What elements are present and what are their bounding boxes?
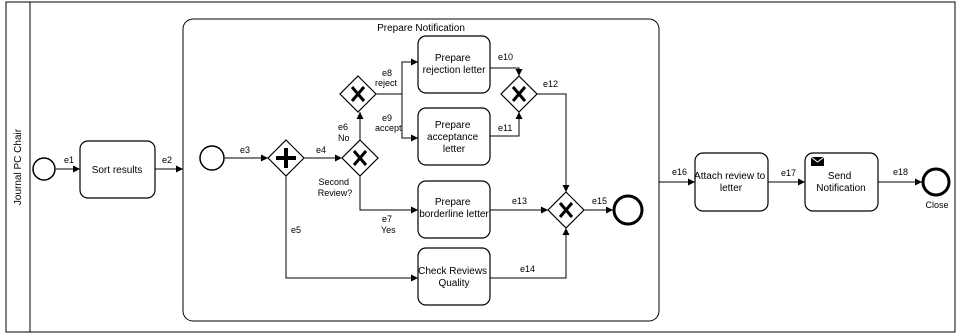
x-icon [350,86,366,102]
edge-label-e7: e7 [382,214,392,224]
edge-label-e6-cond: No [338,133,350,143]
pool: Journal PC Chair [5,1,956,333]
edge-label-e17: e17 [781,168,796,178]
flow-e5 [285,176,418,282]
edge-label-e18: e18 [893,167,908,177]
edge-label-e8-cond: reject [375,78,398,88]
edge-label-e15: e15 [592,196,607,206]
task-label-line: acceptance [427,132,479,143]
edge-label-e6: e6 [338,122,348,132]
edge-label-e4: e4 [316,145,326,155]
edge-label-e16: e16 [672,167,687,177]
envelope-icon [810,156,825,166]
edge-label-e1: e1 [64,155,74,165]
task-label-line: Attach review to [694,171,766,182]
x-icon [352,150,368,166]
gateway-question: Second Review? [318,177,353,198]
task-label-line: Quality [438,278,469,289]
edge-label-e3: e3 [240,145,250,155]
task-label-line: borderline letter [419,209,489,220]
subprocess-prepare-notification[interactable]: Prepare Notification [182,18,660,322]
svg-text:Send Notification: Send Notification [816,171,865,194]
start-event-subprocess[interactable] [199,145,225,171]
edge-label-e12: e12 [543,79,558,89]
task-label-line: letter [443,144,466,155]
edge-label-e7-cond: Yes [381,225,396,235]
lane-label: Journal PC Chair [13,128,24,205]
task-label-line: Notification [816,183,865,194]
parallel-gateway[interactable] [267,139,305,177]
task-label-line: letter [720,183,743,194]
task-prepare-acceptance-letter[interactable]: Prepare acceptance letter [417,107,491,166]
svg-text:Prepare borderline lette: Prepare borderline letter [419,197,489,220]
task-attach-review-to-letter[interactable]: Attach review to letter [694,152,769,212]
end-event-subprocess[interactable] [612,194,644,226]
flow-e10 [490,67,523,76]
flow-e12 [537,93,570,192]
task-label-line: Sort results [92,165,143,176]
task-label-line: rejection letter [423,65,486,76]
svg-text:Attach review to letter: Attach review to letter [694,171,768,194]
svg-text:Check Reviews Quality: Check Reviews Quality [418,266,490,289]
exclusive-gateway-decision[interactable] [339,75,377,113]
edge-label-e2: e2 [162,155,172,165]
start-event-main[interactable] [32,157,56,181]
task-label-line: Prepare [435,197,471,208]
edge-label-e9-cond: accept [375,123,402,133]
x-icon [511,86,527,102]
svg-text:Sort results: Sort results [92,165,143,176]
task-label-line: Second [318,177,349,187]
task-label-line: Prepare [435,53,471,64]
flow-e11 [490,112,523,137]
task-prepare-borderline-letter[interactable]: Prepare borderline letter [417,180,491,239]
x-icon [558,202,574,218]
edge-label-e11: e11 [498,123,512,133]
exclusive-gateway-merge-all[interactable] [547,191,585,229]
edge-label-e13: e13 [512,196,527,206]
subprocess-title: Prepare Notification [377,23,465,34]
edge-label-e9: e9 [382,113,392,123]
task-prepare-rejection-letter[interactable]: Prepare rejection letter [417,35,491,94]
task-label-line: Prepare [435,120,471,131]
task-send-notification[interactable]: Send Notification [804,152,879,212]
edge-label-e5: e5 [291,225,301,235]
edge-label-e8: e8 [382,68,392,78]
exclusive-gateway-second-review[interactable]: Second Review? [318,139,379,198]
task-label-line: Review? [318,188,353,198]
task-check-reviews-quality[interactable]: Check Reviews Quality [417,247,491,306]
close-label: Close [925,200,948,210]
plus-icon [276,148,296,168]
exclusive-gateway-merge-letters[interactable] [500,75,538,113]
task-label-line: Send [828,171,851,182]
end-event-close[interactable]: Close [921,167,951,210]
edge-label-e10: e10 [498,52,513,62]
edge-labels: e1 e2 e3 e4 e5 e6 No e7 Yes e8 reject e9… [64,52,908,274]
flow-e14 [490,228,570,279]
flow-e9 [376,93,418,142]
edge-label-e14: e14 [520,264,535,274]
svg-text:Prepare rejection letter: Prepare rejection letter [423,53,486,76]
svg-text:Prepare acceptance: Prepare acceptance letter [427,120,481,155]
task-label-line: Check Reviews [418,266,487,277]
flow-e7 [359,176,418,214]
sequence-flows [56,58,922,282]
task-sort-results[interactable]: Sort results [79,140,156,199]
